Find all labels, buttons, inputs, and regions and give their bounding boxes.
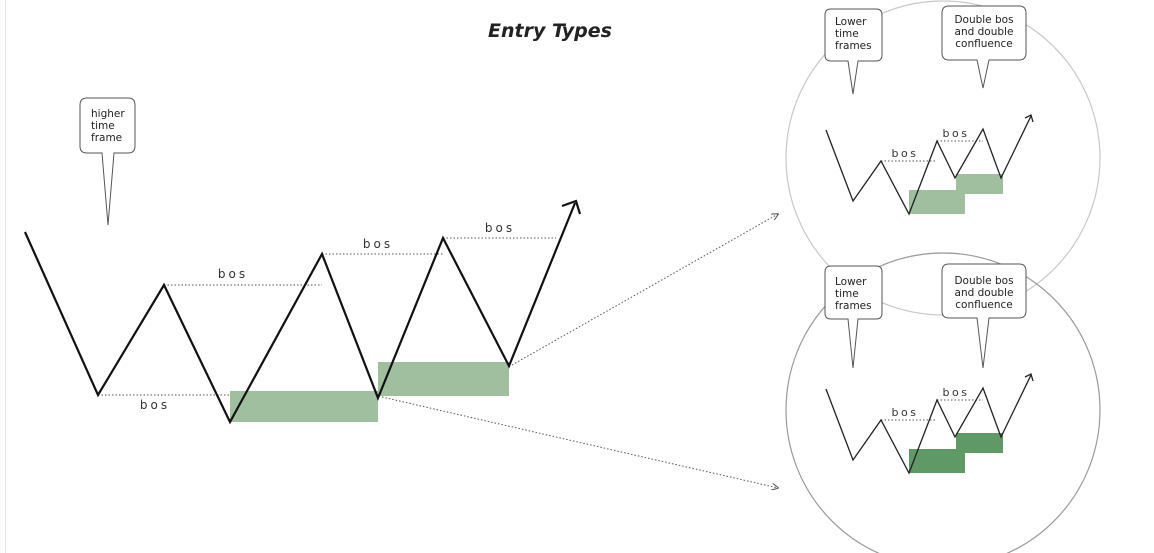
connector-arrow-top xyxy=(511,214,778,366)
zoom-circle-bottom xyxy=(785,252,1101,553)
callout-bottom-right-line-2: and double xyxy=(955,287,1014,299)
bos-label-low: bos xyxy=(140,398,170,412)
callout-top-left-line-2: time xyxy=(835,28,859,40)
connector-arrow-bottom xyxy=(381,396,778,488)
demand-zone-1 xyxy=(230,391,378,422)
zone-top-1 xyxy=(909,190,965,214)
bos-label-bottom-2: bos xyxy=(943,386,970,399)
arrowhead-bottom xyxy=(1024,373,1034,382)
arrowhead-top xyxy=(1024,114,1034,123)
callout-bottom-right-line-1: Double bos xyxy=(954,275,1013,287)
callout-top-right-line-2: and double xyxy=(955,26,1014,38)
bos-label-bottom-1: bos xyxy=(892,406,919,419)
callout-bottom-lower-time-frames: Lower time frames xyxy=(824,265,883,369)
callout-top-left-line-3: frames xyxy=(835,40,872,52)
callout-top-lower-time-frames: Lower time frames xyxy=(824,8,883,95)
bos-label-3: bos xyxy=(485,221,515,235)
bos-label-top-2: bos xyxy=(943,127,970,140)
main-structure: bos bos bos bos xyxy=(23,199,582,425)
zone-bottom-2 xyxy=(956,433,1003,453)
left-border-line xyxy=(5,0,6,553)
bos-label-top-1: bos xyxy=(892,147,919,160)
callout-main-line-1: higher xyxy=(91,108,125,120)
callout-bottom-left-line-3: frames xyxy=(835,300,872,312)
callout-bottom-left-line-2: time xyxy=(835,288,859,300)
price-arrowhead xyxy=(561,199,582,215)
callout-top-right-line-3: confluence xyxy=(955,38,1012,50)
callout-top-left-line-1: Lower xyxy=(835,16,867,28)
bos-label-2: bos xyxy=(363,237,393,251)
callout-top-right-line-1: Double bos xyxy=(954,14,1013,26)
callout-bottom-right-line-3: confluence xyxy=(955,299,1012,311)
callout-top-double-bos: Double bos and double confluence xyxy=(941,5,1027,89)
callout-bottom-double-bos: Double bos and double confluence xyxy=(941,263,1027,369)
diagram-title: Entry Types xyxy=(488,20,612,42)
price-path xyxy=(23,202,577,425)
callout-main-line-2: time xyxy=(91,120,115,132)
zone-bottom-1 xyxy=(909,449,965,473)
callout-main-line-3: frame xyxy=(91,132,122,144)
demand-zone-2 xyxy=(378,362,509,396)
price-path-top xyxy=(825,115,1032,216)
bos-label-1: bos xyxy=(218,267,248,281)
zone-top-2 xyxy=(956,174,1003,194)
callout-higher-time-frame: higher time frame xyxy=(79,97,136,226)
callout-bottom-left-line-1: Lower xyxy=(835,276,867,288)
zoom-structure-bottom: bos bos xyxy=(825,373,1034,475)
zoom-structure-top: bos bos xyxy=(825,114,1034,216)
price-path-bottom xyxy=(825,374,1032,475)
